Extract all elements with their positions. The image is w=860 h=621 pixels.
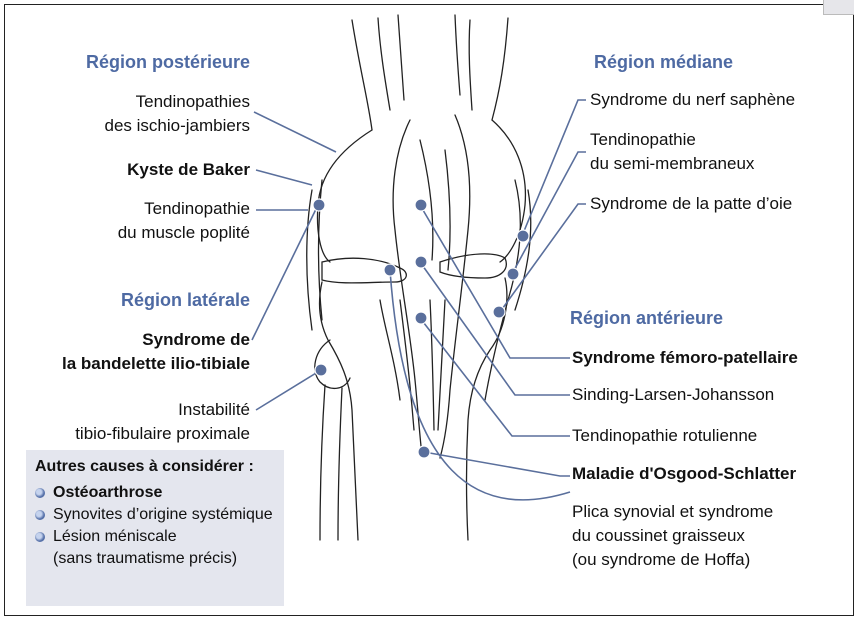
label-pes-anserine: Syndrome de la patte d’oie — [590, 192, 792, 216]
bullet-icon — [35, 488, 45, 498]
list-item: Ostéoarthrose — [35, 482, 273, 504]
heading-posterior: Région postérieure — [86, 50, 250, 74]
list-item: Lésion méniscale (sans traumatisme préci… — [35, 526, 273, 570]
leader-line — [254, 112, 336, 152]
heading-lateral: Région latérale — [121, 288, 250, 312]
label-osgood-schlatter: Maladie d'Osgood-Schlatter — [572, 462, 796, 486]
label-baker-cyst: Kyste de Baker — [127, 158, 250, 182]
label-sinding-larsen: Sinding-Larsen-Johansson — [572, 383, 774, 407]
label-popliteus: Tendinopathie du muscle poplité — [118, 197, 250, 245]
label-semimembranosus: Tendinopathie du semi-membraneux — [590, 128, 754, 176]
other-causes-box: Autres causes à considérer : Ostéoarthro… — [26, 450, 284, 606]
label-iliotibial: Syndrome de la bandelette ilio-tibiale — [62, 328, 250, 376]
label-hamstring: Tendinopathies des ischio-jambiers — [105, 90, 251, 138]
other-causes-list: Ostéoarthrose Synovites d’origine systém… — [35, 482, 273, 570]
list-item: Synovites d’origine systémique — [35, 504, 273, 526]
other-causes-title: Autres causes à considérer : — [35, 458, 254, 476]
heading-anterior: Région antérieure — [570, 306, 723, 330]
bullet-icon — [35, 532, 45, 542]
label-hoffa: Plica synovial et syndrome du coussinet … — [572, 500, 773, 572]
label-patellofemoral: Syndrome fémoro-patellaire — [572, 346, 798, 370]
label-saphenous: Syndrome du nerf saphène — [590, 88, 795, 112]
label-patellar-tendinopathy: Tendinopathie rotulienne — [572, 424, 757, 448]
label-tibiofibular: Instabilité tibio-fibulaire proximale — [75, 398, 250, 446]
bullet-icon — [35, 510, 45, 520]
heading-median: Région médiane — [594, 50, 733, 74]
